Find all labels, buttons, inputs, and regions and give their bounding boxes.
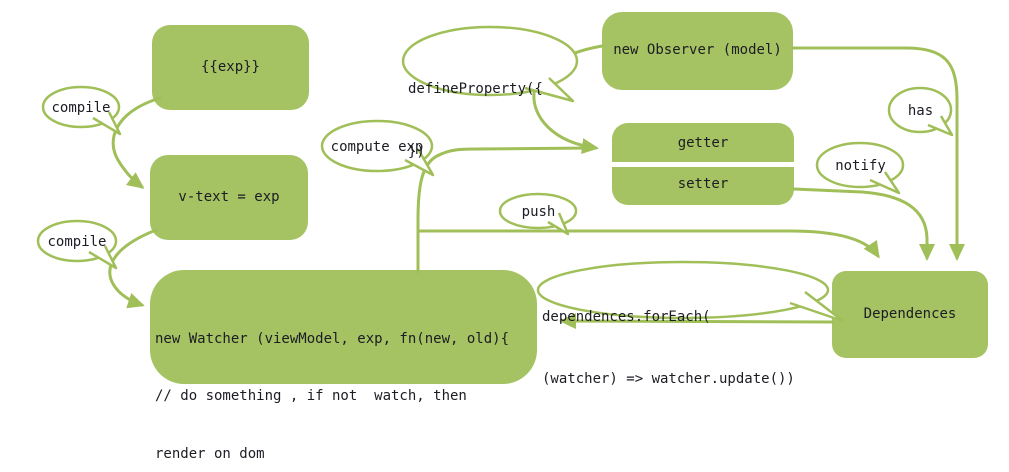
compile-bottom-bubble-label: compile xyxy=(47,234,107,250)
push-bubble-label: push xyxy=(521,204,556,220)
compile-bottom-bubble-tail xyxy=(88,245,118,270)
compute-exp-bubble xyxy=(320,119,434,173)
arrow-watcher-push-to-dependences xyxy=(416,229,880,259)
watcher-line-1: new Watcher (viewModel, exp, fn(new, old… xyxy=(155,330,510,347)
foreach-line-1: dependences.forEach( xyxy=(542,309,711,325)
define-property-bubble-tail xyxy=(524,77,575,103)
dependences-node-label: Dependences xyxy=(863,305,957,322)
compile-top-bubble-label: compile xyxy=(51,100,111,116)
setter-node-label: setter xyxy=(677,176,729,193)
foreach-line-2: (watcher) => watcher.update()) xyxy=(542,370,795,387)
arrow-exp-to-vtext xyxy=(111,96,162,189)
dependences-node-box xyxy=(832,271,988,358)
define-property-bubble-label: defineProperty({ }) xyxy=(408,37,543,205)
getter-setter-divider xyxy=(610,162,796,167)
has-bubble-label: has xyxy=(907,103,934,119)
watcher-node-box xyxy=(150,270,537,384)
foreach-bubble xyxy=(536,260,830,320)
vtext-node-box xyxy=(150,155,308,240)
arrow-dependences-foreach-to-watcher xyxy=(559,313,835,330)
foreach-bubble-label: dependences.forEach( (watcher) => watche… xyxy=(542,266,795,430)
arrow-observer-has-to-dependences xyxy=(791,46,965,261)
notify-bubble-label: notify xyxy=(835,158,886,174)
define-property-bubble xyxy=(401,25,579,97)
getter-node-label: getter xyxy=(677,134,729,151)
arrow-setter-notify-to-dependences xyxy=(792,187,935,261)
observer-node-label: new Observer (model) xyxy=(613,42,782,59)
foreach-bubble-tail xyxy=(789,291,845,323)
observer-node-box xyxy=(602,12,793,90)
compute-exp-bubble-tail xyxy=(404,148,435,177)
vtext-node-label: v-text = exp xyxy=(178,188,280,205)
watcher-line-2: // do something , if not watch, then xyxy=(155,388,467,405)
has-bubble-tail xyxy=(927,115,954,137)
compute-exp-bubble-label: compute exp xyxy=(330,139,424,155)
exp-node-label: {{exp}} xyxy=(200,58,260,75)
compile-top-bubble-tail xyxy=(92,111,122,136)
notify-bubble-tail xyxy=(869,171,901,195)
exp-node-box xyxy=(152,25,309,110)
arrow-vtext-to-watcher xyxy=(108,228,158,309)
watcher-node-label: new Watcher (viewModel, exp, fn(new, old… xyxy=(155,291,509,472)
define-property-line-2: }) xyxy=(408,144,425,160)
define-property-line-1: defineProperty({ xyxy=(408,81,543,97)
line-watcher-to-getter xyxy=(416,146,594,274)
watcher-line-3: render on dom xyxy=(155,446,265,463)
push-bubble-tail xyxy=(547,212,570,236)
